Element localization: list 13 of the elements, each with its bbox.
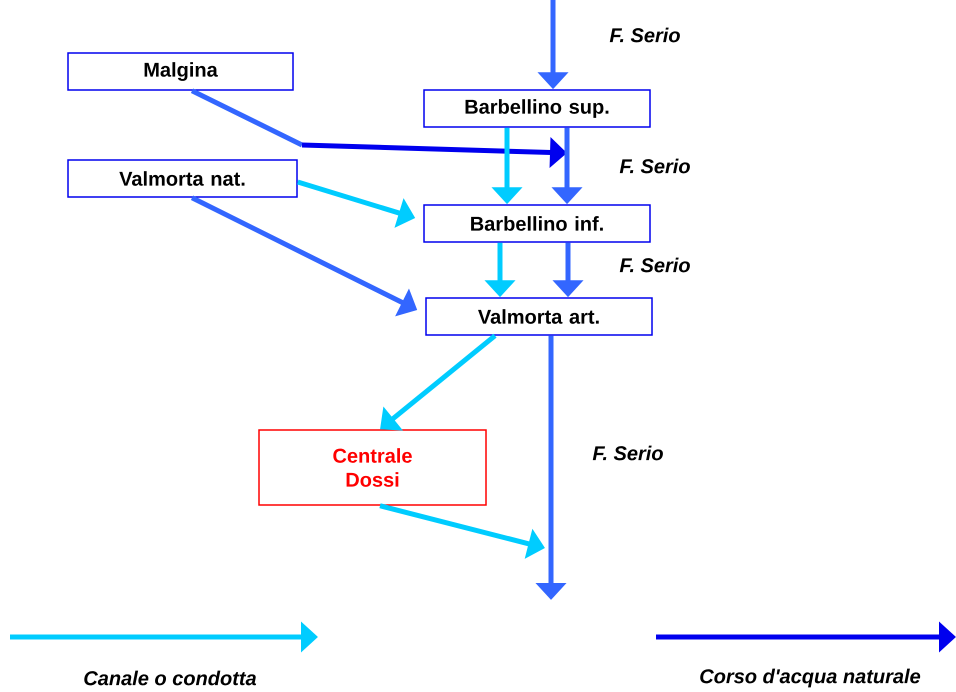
edge-label: F. Serio [620,158,690,174]
station-box: Valmorta art. [425,297,653,336]
edge-label: F. Serio [620,258,690,272]
legend-label: Canale o condotta [84,670,256,686]
legend-label: Corso d'acqua naturale [700,668,920,688]
station-box: Barbellino sup. [423,89,651,128]
edge-label: F. Serio [592,446,663,460]
station-box: Malgina [67,52,294,91]
edge-label: F. Serio [610,28,680,42]
station-box: Centrale Dossi [258,429,487,506]
station-box: Valmorta nat. [67,159,298,198]
station-box: Barbellino inf. [423,204,651,243]
arrow [380,334,497,431]
